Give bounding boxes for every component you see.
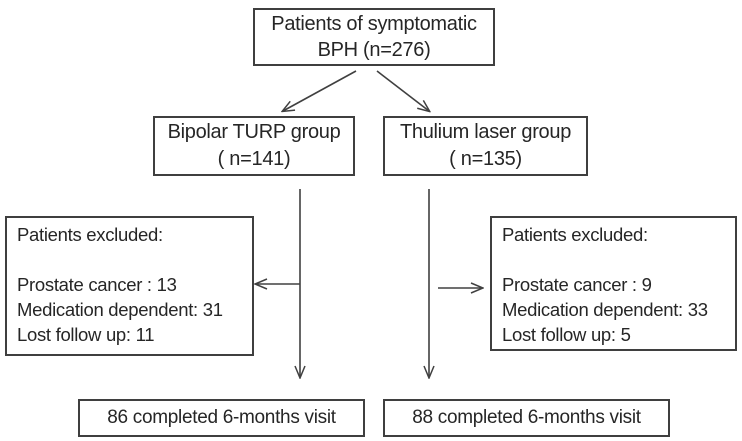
arrow-total-to-thulium [376,70,429,111]
excluded-item-lost-follow-up: Lost follow up: 5 [502,324,631,345]
node-completed-bipolar: 86 completed 6-months visit [78,399,365,437]
completed-bipolar-text: 86 completed 6-months visit [107,407,336,428]
blank-line [502,247,725,272]
excluded-item-lost-follow-up: Lost follow up: 11 [17,324,155,345]
node-bipolar-group: Bipolar TURP group ( n=141) [153,116,355,176]
node-thulium-group: Thulium laser group ( n=135) [383,116,588,176]
node-total-patients-line2: BPH (n=276) [317,39,431,61]
node-total-patients: Patients of symptomatic BPH (n=276) [253,8,495,66]
blank-line [17,247,242,272]
completed-thulium-text: 88 completed 6-months visit [412,407,641,428]
excluded-title: Patients excluded: [502,224,648,245]
node-excluded-thulium: Patients excluded: Prostate cancer : 9 M… [490,216,737,351]
node-completed-thulium: 88 completed 6-months visit [383,399,670,437]
excluded-item-prostate-cancer: Prostate cancer : 9 [502,274,652,295]
node-thulium-group-line2: ( n=135) [449,148,522,170]
node-thulium-group-line1: Thulium laser group [399,121,572,143]
arrow-total-to-bipolar [283,70,357,111]
node-excluded-bipolar: Patients excluded: Prostate cancer : 13 … [5,216,254,356]
node-bipolar-group-line2: ( n=141) [217,148,291,170]
excluded-item-prostate-cancer: Prostate cancer : 13 [17,274,177,295]
excluded-title: Patients excluded: [17,224,163,245]
excluded-item-medication-dependent: Medication dependent: 31 [17,299,223,320]
node-total-patients-line1: Patients of symptomatic [271,13,477,35]
node-bipolar-group-line1: Bipolar TURP group [167,121,341,143]
excluded-item-medication-dependent: Medication dependent: 33 [502,299,708,320]
